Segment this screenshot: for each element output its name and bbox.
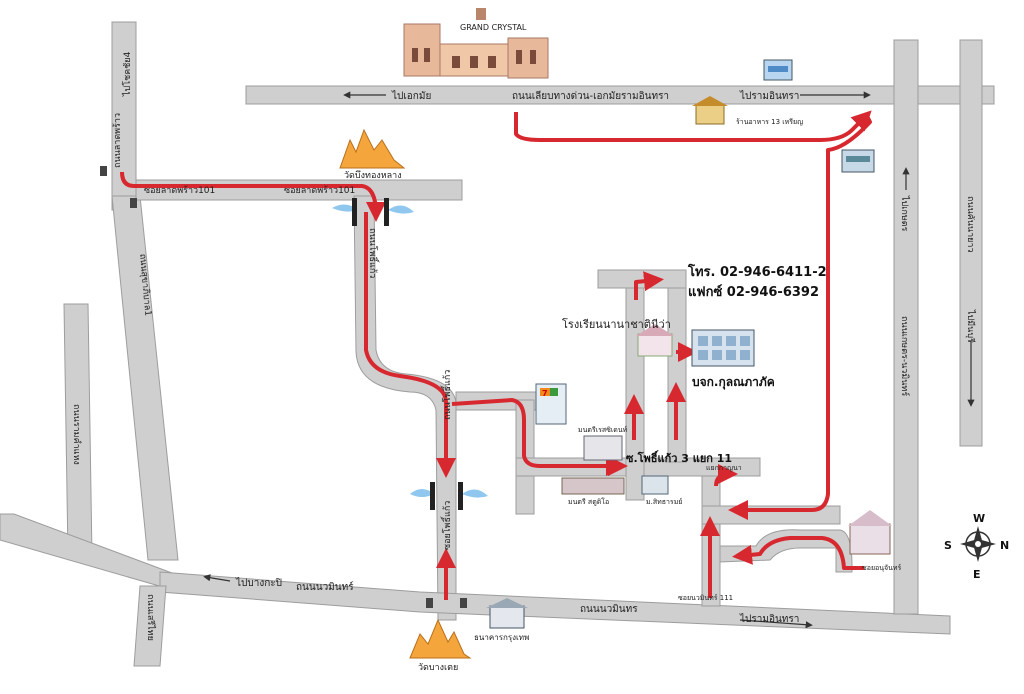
- ramkhamhaeng-label: ถนนรามคำแหง: [71, 404, 82, 465]
- expressway-road: [245, 85, 995, 105]
- nawamin-left-label: ถนนนวมินทร์: [296, 581, 354, 593]
- restaurant-label: ร้านอาหาร 13 เหรียญ: [736, 118, 803, 126]
- company-building-icon: [691, 329, 755, 367]
- to-ramintra-bottom-label: ไปรามอินทรา: [739, 613, 799, 625]
- route-kanchana-up: [714, 464, 738, 487]
- svg-text:7: 7: [542, 389, 548, 398]
- temple-bottom-icon: [409, 618, 472, 659]
- compass-s-label: S: [944, 539, 952, 552]
- temple-bottom-label: วัดบางเตย: [418, 663, 458, 673]
- temple-top-label: วัดบึงทองหลาง: [344, 170, 402, 181]
- pho-kaeo-2-label: ถนนโพธิ์แก้ว: [440, 370, 453, 420]
- grand-crystal-building: [403, 8, 549, 79]
- school-soi-top: [597, 269, 687, 289]
- khan-na-yao-label: ถนนคันนายาว: [965, 196, 975, 253]
- traffic-lights: [100, 166, 467, 608]
- lat-phrao-label: ถนนลาดพร้าว: [112, 113, 123, 168]
- compass-e-label: E: [973, 568, 981, 581]
- bank-icon: [486, 598, 528, 629]
- compass-icon: [960, 526, 996, 562]
- direction-arrows: [203, 91, 975, 629]
- school-label: โรงเรียนนานาชาตินีว่า: [562, 317, 671, 331]
- sittharam-icon: [641, 475, 669, 495]
- route-to-7eleven: [451, 398, 628, 476]
- sittharam-label: ม.สิทธารมย์: [646, 498, 682, 506]
- kaset-nawamin-label: ถนนเกษตร-นวมินทร์: [899, 316, 911, 396]
- serithai-label: ถนนเสรีไทย: [145, 594, 156, 641]
- to-ramintra-top-label: ไปรามอินทรา: [739, 90, 799, 102]
- to-kaset-label: ไปเกษตร: [899, 195, 910, 232]
- serithai-road: [133, 585, 167, 667]
- route-latphrao: [120, 171, 386, 222]
- building-right-icon: [841, 149, 875, 173]
- to-minburi-label: ไปมีนบุรี: [965, 309, 976, 343]
- route-top-right: [728, 113, 872, 520]
- hotel-label: GRAND CRYSTAL: [460, 23, 527, 32]
- temple-top-icon: [339, 128, 406, 169]
- route-school-top: [634, 271, 664, 300]
- to-ekkamai-label: ไปเอกมัย: [391, 90, 431, 102]
- phone-label: โทร. 02-946-6411-2: [687, 263, 827, 280]
- soi-kanchana-label: แยกกาญนา: [706, 464, 742, 472]
- roads: [0, 21, 995, 667]
- bridge-bottom: [410, 482, 488, 510]
- route-chamchan: [732, 536, 864, 570]
- route: [120, 110, 872, 600]
- khan-na-yao-road: [959, 39, 983, 447]
- route-top: [514, 110, 872, 142]
- soi-pho-kaeo-label: ซอยโพธิ์แก้ว: [440, 501, 453, 550]
- montri-studio-icon: [561, 477, 625, 495]
- lat-phrao-101-b-label: ซอยลาดพร้าว101: [284, 185, 355, 196]
- traffic-light-icon: [426, 598, 433, 608]
- soi-label: ซ.โพธิ์แก้ว 3 แยก 11: [626, 450, 732, 465]
- seven-eleven-icon: 7: [535, 383, 567, 425]
- soi-nawamin-111-label: ซอยนวมินทร์ 111: [678, 594, 733, 602]
- to-chokchai-label: ไปโชคชัย4: [122, 51, 133, 97]
- traffic-light-icon: [100, 166, 107, 176]
- compass-w-label: W: [973, 512, 985, 525]
- bank-label: ธนาคารกรุงเทพ: [474, 633, 529, 642]
- pho-kaeo-1-label: ถนนโพธิ์แก้ว: [367, 228, 380, 278]
- kaset-nawamin-road: [893, 39, 919, 615]
- market-icon: [583, 435, 623, 461]
- lat-phrao-lower-road: [111, 195, 179, 561]
- compass-n-label: N: [1000, 539, 1009, 552]
- traffic-light-icon: [460, 598, 467, 608]
- lat-phrao-101-a-label: ซอยลาดพร้าว101: [144, 185, 215, 196]
- restaurant-icon: [692, 96, 728, 125]
- expressway-label: ถนนเลียบทางด่วน-เอกมัยรามอินทรา: [512, 90, 669, 102]
- to-bangkapi-label: ไปบางกะปิ: [235, 577, 282, 589]
- bridge-top: [332, 198, 414, 226]
- fax-label: แฟกซ์ 02-946-6392: [688, 284, 819, 300]
- nawamin-right-label: ถนนนวมินทร: [580, 604, 638, 615]
- chamchan-building-icon: [848, 510, 892, 555]
- school-icon: [636, 324, 674, 357]
- sukhaphiban1-label: ถนนสุขาภิบาล1: [137, 253, 153, 316]
- route-phokaeo: [364, 212, 456, 478]
- market-label: มนตรีเรสซิเดนท์: [578, 426, 628, 434]
- company-label: บจก.กุลณภาภัค: [692, 375, 775, 390]
- building-topright-icon: [763, 59, 793, 81]
- montri-studio-label: มนตรี สตูดิโอ: [568, 497, 609, 506]
- traffic-light-icon: [130, 198, 137, 208]
- soi-chamchan-label: ซอยอนุจันทร์: [862, 564, 902, 572]
